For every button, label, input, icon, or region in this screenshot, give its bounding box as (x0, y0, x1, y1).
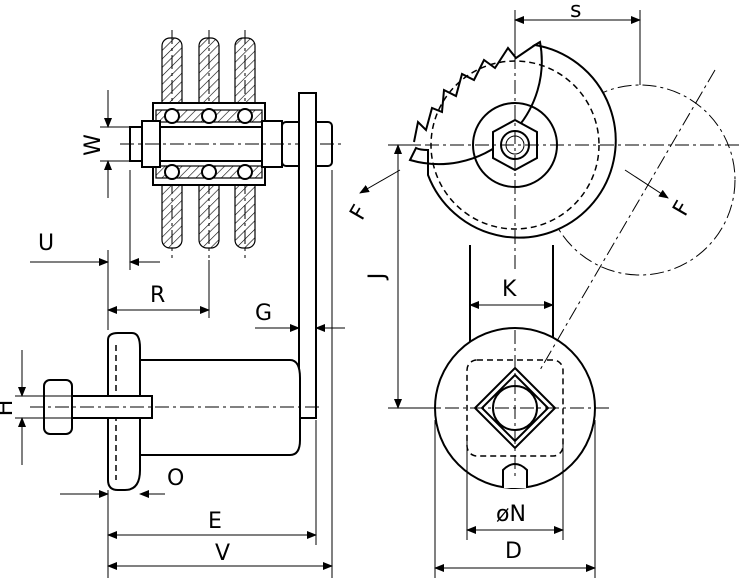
pivot-radius-circle (544, 84, 736, 276)
front-view (400, 30, 740, 489)
mounting-bolt (30, 379, 320, 435)
label-o: O (167, 466, 184, 491)
label-k: K (502, 277, 517, 302)
label-r: R (150, 283, 165, 308)
pivot-line (539, 69, 716, 371)
label-s: s (570, 0, 581, 23)
dimensions (15, 10, 669, 578)
front-base (420, 327, 610, 489)
shaft (120, 120, 345, 168)
label-n: øN (496, 502, 526, 527)
front-arm (469, 245, 554, 345)
label-d: D (505, 539, 522, 564)
front-sprocket (400, 30, 740, 270)
label-f-left: F (345, 201, 373, 224)
label-u: U (38, 231, 54, 256)
label-g: G (255, 301, 272, 326)
mounting-body (107, 332, 301, 491)
label-w: W (81, 134, 106, 156)
label-f-right: F (668, 197, 696, 220)
label-v: V (215, 541, 230, 566)
label-h: H (0, 400, 18, 417)
label-e: E (208, 509, 222, 534)
tensioner-arm-plate (298, 92, 317, 419)
side-view (30, 30, 345, 491)
label-j: J (365, 273, 390, 282)
